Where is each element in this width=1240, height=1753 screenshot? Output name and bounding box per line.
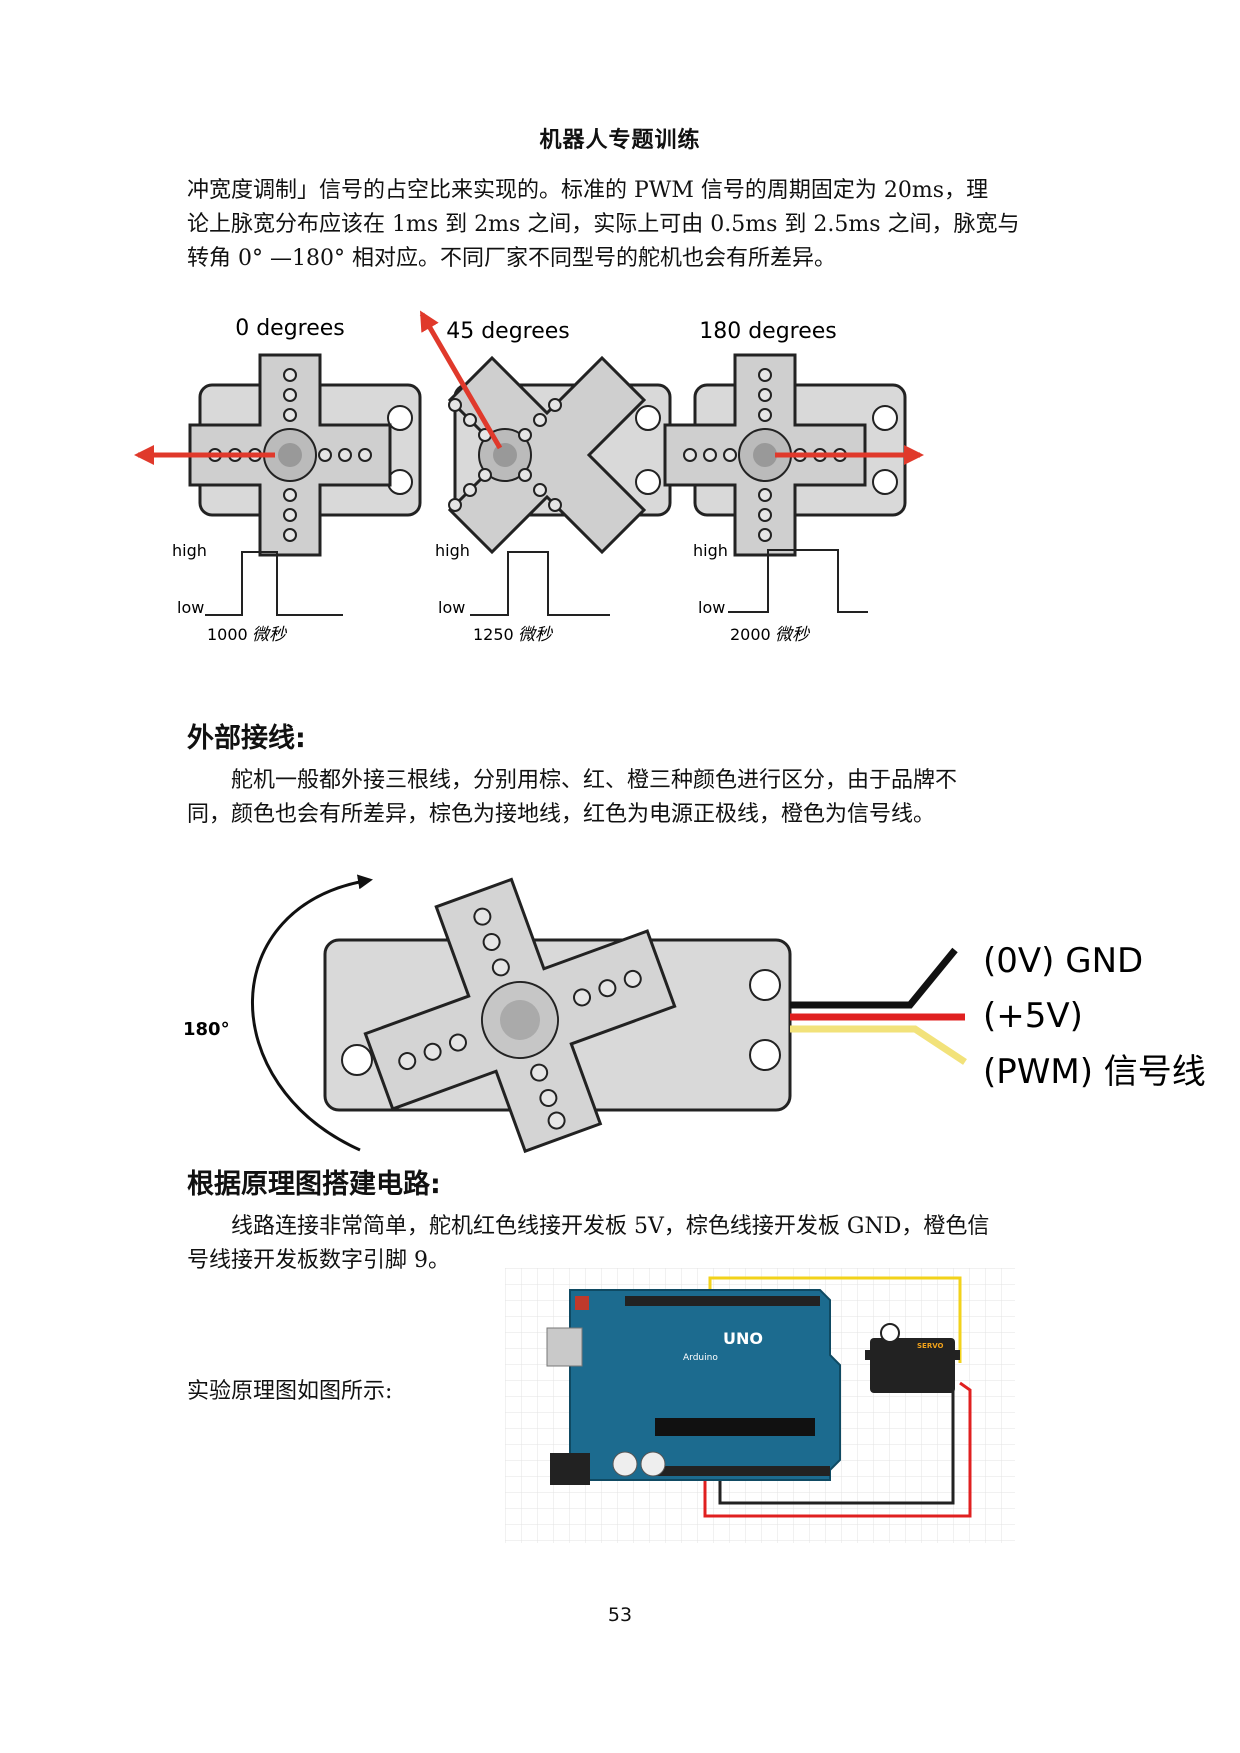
pwm-pulse [728, 549, 868, 613]
microcontroller-chip [655, 1418, 815, 1436]
horn-holes [448, 398, 562, 512]
panel-title: 45 degrees [446, 319, 570, 344]
signal-low-label: low [177, 598, 204, 617]
circuit-line: 线路连接非常简单，舵机红色线接开发板 5V，棕色线接开发板 GND，橙色信 [231, 1214, 990, 1239]
horn-screw [493, 443, 517, 467]
vcc-label: (+5V) [983, 996, 1083, 1036]
mount-hole [341, 1044, 373, 1076]
servo-panel-45: 45 degrees high low 1250 微秒 [419, 310, 672, 645]
servo-horn-small [880, 1323, 900, 1343]
servo-label: SERVO [917, 1342, 944, 1350]
mount-hole [387, 405, 413, 431]
capacitor [612, 1451, 638, 1477]
intro-line: 冲宽度调制」信号的占空比来实现的。标准的 PWM 信号的周期固定为 20ms，理 [187, 178, 989, 203]
gnd-wire [790, 947, 958, 1009]
direction-arrow [419, 310, 503, 450]
panel-title: 0 degrees [235, 316, 345, 341]
circuit-heading: 根据原理图搭建电路: [187, 1169, 441, 1200]
power-jack [550, 1453, 590, 1485]
arduino-board [569, 1289, 841, 1481]
pwm-pulse [205, 551, 343, 616]
signal-high-label: high [693, 541, 728, 560]
servo-flange [865, 1350, 960, 1360]
wiring-line: 同，颜色也会有所差异，棕色为接地线，红色为电源正极线，橙色为信号线。 [187, 802, 936, 827]
circuit-paragraph: 线路连接非常简单，舵机红色线接开发板 5V，棕色线接开发板 GND，橙色信 号线… [187, 1210, 1057, 1278]
signal-wire [708, 1276, 962, 1363]
page-header-title: 机器人专题训练 [539, 128, 701, 153]
mount-hole [749, 969, 781, 1001]
panel-title: 180 degrees [699, 319, 837, 344]
mount-hole [635, 469, 661, 495]
pwm-wire [790, 1025, 967, 1065]
pulse-unit-label: 微秒 [775, 625, 810, 645]
servo-horn [363, 877, 677, 1154]
arduino-circuit-figure: UNO Arduino SERVO [505, 1268, 1015, 1543]
servo-wires [790, 947, 967, 1065]
servo-panel-180: 180 degrees high low 2000 微秒 [663, 319, 924, 645]
pulse-width-label: 2000 [730, 625, 771, 644]
pwm-label: (PWM) 信号线 [983, 1052, 1206, 1092]
signal-high-label: high [435, 541, 470, 560]
pwm-pulse [470, 551, 610, 616]
mount-hole [387, 469, 413, 495]
servo-angle-figure: 0 degrees high low 1000 微秒 45 degrees [134, 310, 924, 645]
digital-header [625, 1296, 820, 1306]
mount-hole [872, 469, 898, 495]
signal-low-label: low [698, 598, 725, 617]
analog-header [655, 1466, 830, 1476]
intro-line: 转角 0° —180° 相对应。不同厂家不同型号的舵机也会有所差异。 [187, 246, 836, 271]
mount-hole [749, 1039, 781, 1071]
mount-hole [635, 405, 661, 431]
servo-wiring-figure: 180° (0V) GND (+5V) (PWM) 信号线 [183, 874, 1206, 1154]
servo-horn [447, 355, 647, 555]
intro-paragraph: 冲宽度调制」信号的占空比来实现的。标准的 PWM 信号的周期固定为 20ms，理… [187, 174, 1057, 276]
rotation-angle-label: 180° [183, 1019, 230, 1040]
mount-hole [872, 405, 898, 431]
horn-holes [208, 368, 372, 542]
usb-port [546, 1327, 583, 1367]
board-brand: Arduino [683, 1353, 718, 1363]
intro-line: 论上脉宽分布应该在 1ms 到 2ms 之间，实际上可由 0.5ms 到 2.5… [187, 212, 1020, 237]
wiring-paragraph: 舵机一般都外接三根线，分别用棕、红、橙三种颜色进行区分，由于品牌不 同，颜色也会… [187, 764, 1057, 832]
pulse-width-label: 1000 [207, 625, 248, 644]
circuit-line: 号线接开发板数字引脚 9。 [187, 1248, 450, 1273]
capacitor [640, 1451, 666, 1477]
wiring-heading: 外部接线: [187, 723, 306, 754]
rotation-arc [251, 874, 373, 1152]
wiring-line: 舵机一般都外接三根线，分别用棕、红、橙三种颜色进行区分，由于品牌不 [231, 768, 958, 793]
circuit-caption: 实验原理图如图所示: [187, 1379, 393, 1404]
ground-wire [718, 1378, 955, 1505]
page-number: 53 [607, 1604, 633, 1626]
signal-high-label: high [172, 541, 207, 560]
horn-screw [278, 443, 302, 467]
pulse-unit-label: 微秒 [252, 625, 287, 645]
signal-low-label: low [438, 598, 465, 617]
gnd-label: (0V) GND [983, 941, 1143, 981]
reset-button[interactable] [575, 1296, 589, 1310]
horn-screw [753, 443, 777, 467]
servo-panel-0: 0 degrees high low 1000 微秒 [134, 316, 422, 645]
board-logo: UNO [723, 1329, 763, 1348]
power-wire [703, 1381, 972, 1518]
pulse-width-label: 1250 [473, 625, 514, 644]
pulse-unit-label: 微秒 [518, 625, 553, 645]
